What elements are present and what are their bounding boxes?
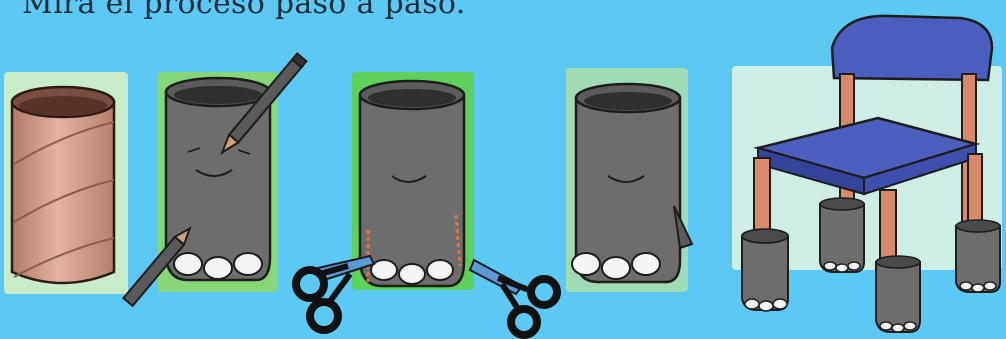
- step-4-panel: [556, 68, 706, 294]
- chair-with-elephant-feet-icon: [730, 8, 1006, 338]
- cardboard-tube-icon: [4, 72, 128, 294]
- step-3-panel: [288, 60, 560, 336]
- instruction-title: Mira el proceso paso a paso.: [22, 0, 466, 21]
- step-1-panel: [4, 72, 128, 294]
- elephant-leg-cutting-icon: [288, 60, 560, 336]
- elephant-leg-finished-icon: [556, 68, 706, 294]
- scissors-icon: [296, 256, 374, 330]
- step-5-panel: [730, 8, 1006, 338]
- scissors-icon: [470, 260, 557, 335]
